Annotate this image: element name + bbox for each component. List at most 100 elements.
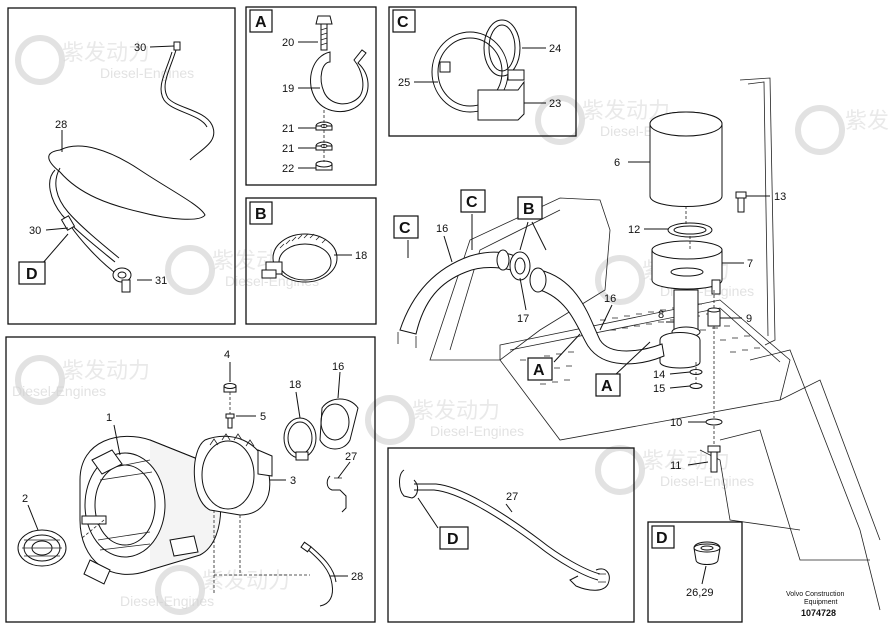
watermark-cn-3: 紫发动力 — [845, 109, 890, 134]
clip-bracket-23 — [477, 80, 525, 121]
callout-14: 14 — [653, 369, 665, 381]
callout-16-c: 16 — [332, 361, 344, 373]
clamp-31-hole — [117, 271, 127, 279]
callout-27-b: 27 — [506, 491, 518, 503]
bolt-11 — [707, 445, 721, 453]
callout-8: 8 — [658, 309, 664, 321]
callout-28-b: 28 — [351, 571, 363, 583]
cable-27 — [414, 483, 601, 575]
callout-20: 20 — [282, 37, 294, 49]
clamp-19 — [310, 49, 369, 112]
hose-16 — [319, 398, 359, 450]
view-tag-a-2-label: A — [601, 378, 613, 395]
cable-lug — [173, 41, 181, 51]
callout-3: 3 — [290, 475, 296, 487]
callout-21-b: 21 — [282, 143, 294, 155]
panel-d-tag-label: D — [656, 530, 668, 547]
clip-ring-24 — [483, 19, 521, 77]
view-tag-c-1 — [460, 189, 486, 213]
callout-27-a: 27 — [345, 451, 357, 463]
callout-2: 2 — [22, 493, 28, 505]
washer-15 — [689, 383, 703, 389]
panel-a-tag-label: A — [255, 14, 267, 31]
bolt-13 — [735, 191, 747, 199]
view-tag-d-2 — [439, 526, 469, 550]
callout-12: 12 — [628, 224, 640, 236]
callout-13: 13 — [774, 191, 786, 203]
panel-frame — [245, 6, 377, 186]
bolt-20-shank — [320, 23, 328, 51]
cable-28-branch — [49, 169, 116, 263]
callout-22: 22 — [282, 163, 294, 175]
callout-26-29: 26,29 — [686, 587, 714, 599]
cable-28-fragment — [305, 547, 333, 607]
callout-30-lower: 30 — [29, 225, 41, 237]
clamp-31-foot — [121, 279, 131, 293]
callout-10: 10 — [670, 417, 682, 429]
view-tag-a-2 — [595, 373, 621, 397]
tube-8 — [673, 289, 699, 333]
screw-5 — [225, 413, 235, 419]
panel-cable-harness: 30 28 30 31 D — [7, 7, 236, 325]
callout-21-a: 21 — [282, 123, 294, 135]
view-tag-c-2 — [393, 215, 419, 239]
panel-frame — [388, 6, 577, 137]
callout-18-a: 18 — [289, 379, 301, 391]
engine-frame — [429, 197, 611, 361]
watermark-en-6: Diesel-Engines — [12, 383, 106, 399]
panel-c-tag — [392, 9, 416, 33]
panel-b-tag-label: B — [255, 206, 267, 223]
panel-a-tag — [249, 9, 273, 33]
callout-1: 1 — [106, 412, 112, 424]
panel-c-tag-label: C — [397, 14, 409, 31]
cable-30-lower — [69, 224, 119, 276]
callout-23: 23 — [549, 98, 561, 110]
callout-25: 25 — [398, 77, 410, 89]
main-assembly: 6 13 12 7 9 8 14 15 10 11 16 17 16 C C B… — [393, 77, 881, 611]
callout-30-upper: 30 — [134, 42, 146, 54]
view-tag-d — [18, 261, 46, 285]
panel-frame — [5, 336, 376, 623]
watermark-cn-9: 紫发动力 — [202, 569, 290, 594]
cable-30-upper — [164, 49, 215, 161]
panel-a-clamp: A 20 19 21 21 22 — [245, 6, 377, 186]
watermark-en-9: Diesel-Engines — [120, 593, 214, 609]
callout-5: 5 — [260, 411, 266, 423]
watermark-layer: 紫发动力 Diesel-Engines 紫发动力 Diesel-Engines … — [12, 35, 890, 615]
panel-b-hose-clamp: B 18 — [245, 197, 377, 325]
panel-d-grommet: D 26,29 — [647, 521, 743, 623]
callout-11: 11 — [670, 460, 681, 472]
view-tag-d-label: D — [26, 266, 38, 283]
panel-frame — [7, 7, 236, 325]
view-tag-b — [517, 196, 543, 220]
caption-drawing-number: 1074728 — [801, 608, 836, 618]
callout-16-a: 16 — [436, 223, 448, 235]
cable-28-branch-edge — [55, 167, 120, 259]
callout-9: 9 — [746, 313, 752, 325]
callout-17: 17 — [517, 313, 529, 325]
watermark-en-8: Diesel-Engines — [660, 473, 754, 489]
cable-27-eye — [399, 469, 419, 499]
view-tag-c-2-label: C — [399, 220, 411, 237]
callout-15: 15 — [653, 383, 665, 395]
callout-31: 31 — [155, 275, 167, 287]
washer-10 — [705, 418, 723, 426]
cover-3 — [193, 435, 271, 516]
bolt-20-head — [315, 15, 333, 25]
panel-b-tag — [249, 201, 273, 225]
step-frame — [749, 349, 881, 611]
callout-16-b: 16 — [604, 293, 616, 305]
alternator-shaft — [81, 515, 107, 525]
watermark-en-1: Diesel-Engines — [100, 65, 194, 81]
callout-7: 7 — [747, 258, 753, 270]
view-tag-c-1-label: C — [466, 194, 478, 211]
handrail — [739, 77, 776, 346]
watermark-cn-7: 紫发动力 — [412, 399, 500, 424]
callout-18-b: 18 — [355, 250, 367, 262]
view-tag-a-1 — [527, 357, 553, 381]
view-tag-d-2-label: D — [447, 531, 459, 548]
callout-6: 6 — [614, 157, 620, 169]
watermark-cn-6: 紫发动力 — [62, 359, 150, 384]
panel-alternator: 1 2 3 4 5 18 16 27 28 — [5, 336, 376, 623]
